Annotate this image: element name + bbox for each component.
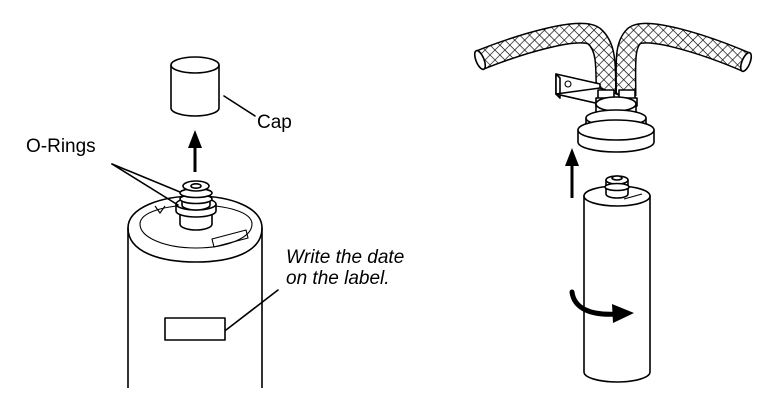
date-note-line1: Write the date — [286, 247, 405, 268]
o-rings-label: O-Rings — [26, 136, 96, 157]
filter-canister-left — [127, 195, 263, 388]
cap-label: Cap — [257, 112, 292, 133]
braided-hoses — [473, 22, 753, 97]
up-arrow-icon — [188, 130, 202, 172]
cap-leader-line — [223, 95, 256, 117]
threaded-fitting — [175, 180, 217, 231]
cap-part — [170, 56, 220, 117]
label-leader-line — [225, 289, 279, 331]
filter-head — [577, 96, 655, 153]
date-note-line2: on the label. — [286, 268, 390, 289]
filter-canister-right — [583, 175, 651, 383]
o-ring-leader-lower — [111, 163, 179, 206]
o-ring-leader-upper — [111, 163, 181, 193]
up-arrow-icon — [565, 148, 579, 198]
rotate-arrow-icon — [569, 289, 634, 323]
